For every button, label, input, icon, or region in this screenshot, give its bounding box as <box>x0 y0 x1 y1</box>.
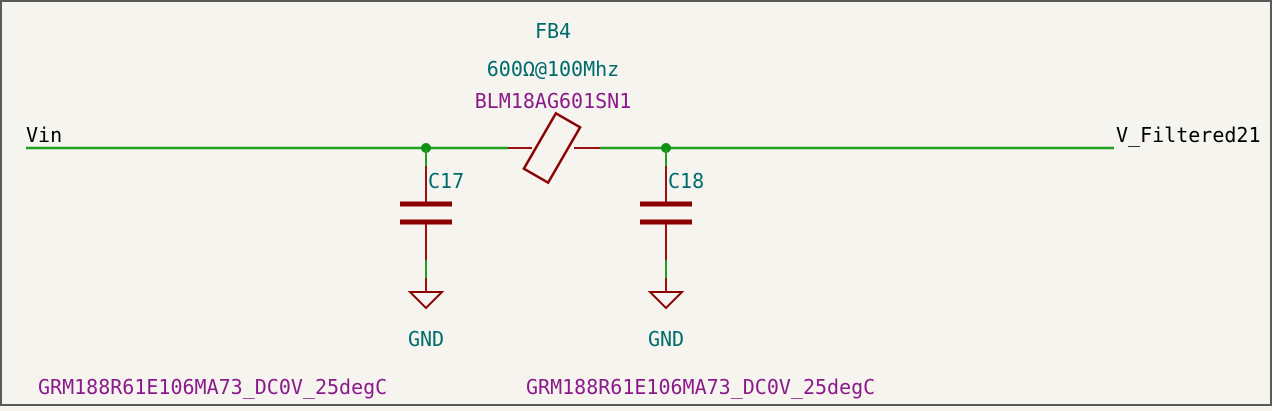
net-label-output[interactable]: V_Filtered21 <box>1116 123 1261 147</box>
c17-reference[interactable]: C17 <box>428 169 464 193</box>
fb4-part-number[interactable]: BLM18AG601SN1 <box>475 89 632 113</box>
c17-ground-label[interactable]: GND <box>408 327 444 351</box>
net-label-vin[interactable]: Vin <box>26 123 62 147</box>
capacitor-c17[interactable] <box>400 148 452 310</box>
c17-ground-symbol <box>407 291 445 310</box>
capacitor-c18[interactable] <box>640 148 692 310</box>
fb4-rating[interactable]: 600Ω@100Mhz <box>487 57 619 81</box>
fb4-reference[interactable]: FB4 <box>535 19 571 43</box>
fb4-body <box>522 111 582 185</box>
c18-ground-symbol <box>647 291 685 310</box>
c18-ground-label[interactable]: GND <box>648 327 684 351</box>
ferrite-bead-fb4[interactable] <box>508 111 600 185</box>
c18-reference[interactable]: C18 <box>668 169 704 193</box>
c18-part-number[interactable]: GRM188R61E106MA73_DC0V_25degC <box>526 375 875 399</box>
c17-part-number[interactable]: GRM188R61E106MA73_DC0V_25degC <box>38 375 387 399</box>
